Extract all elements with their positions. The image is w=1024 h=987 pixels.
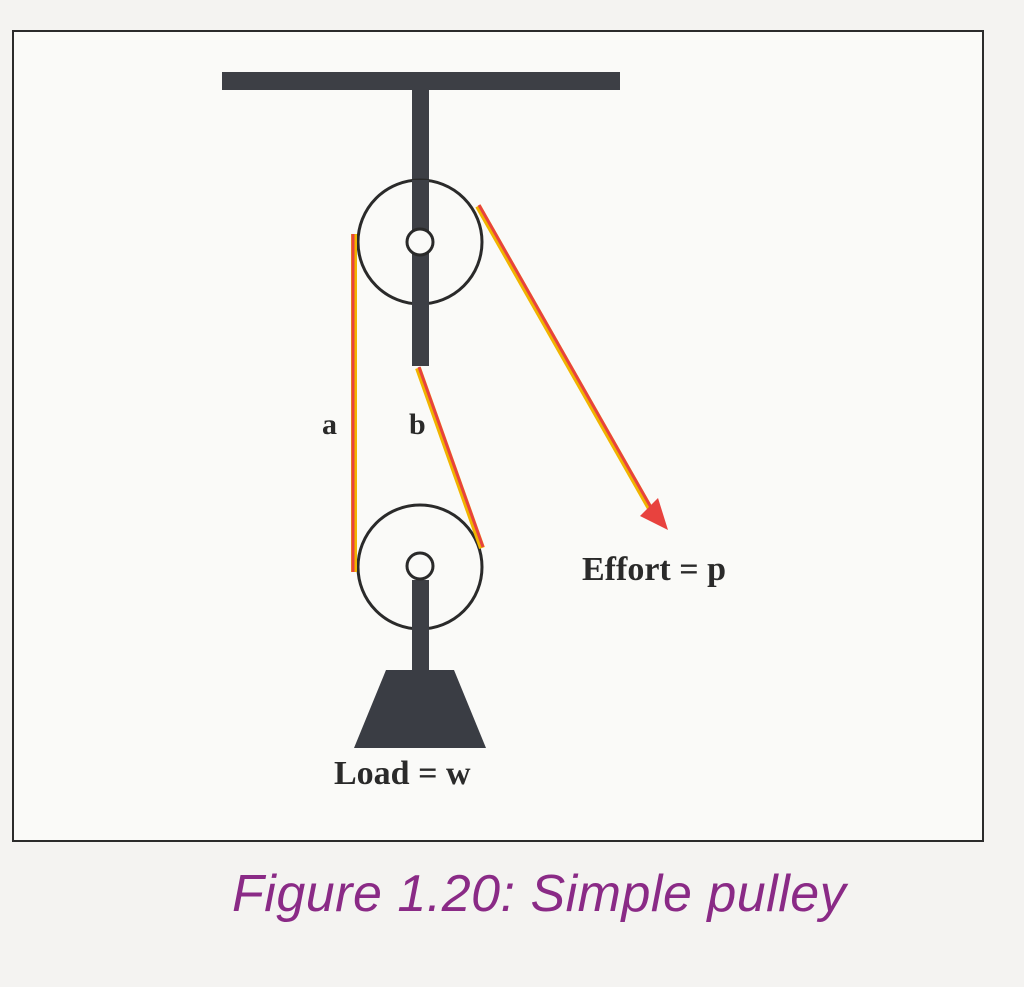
load-block [354, 670, 486, 748]
fixed-pulley [356, 178, 484, 366]
figure-caption: Figure 1.20: Simple pulley [232, 865, 847, 923]
fixed-pulley-axle [405, 227, 435, 257]
rope-b-label: b [409, 408, 426, 441]
ceiling-beam [222, 72, 620, 90]
load-label: Load = w [334, 755, 471, 792]
rope-b [415, 366, 485, 550]
rope-a-label: a [322, 408, 337, 441]
movable-pulley-axle [405, 551, 435, 581]
effort-label: Effort = p [582, 551, 726, 588]
movable-pulley [356, 503, 484, 672]
figure-frame [12, 30, 984, 842]
rope-a [351, 234, 357, 572]
load-hanger-rod [412, 580, 429, 672]
effort-arrowhead [640, 498, 668, 530]
effort-rope [475, 204, 668, 530]
